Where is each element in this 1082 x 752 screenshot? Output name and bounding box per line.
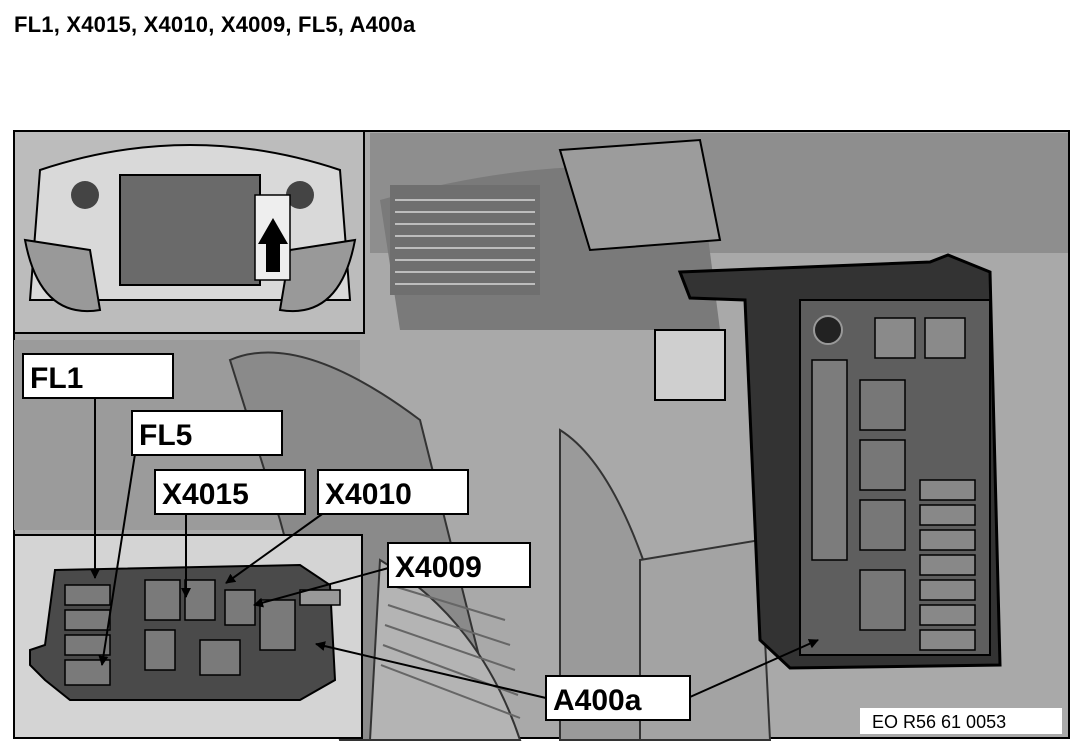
figure-id: EO R56 61 0053 [872, 712, 1006, 732]
fusebox-inset [13, 534, 363, 739]
svg-text:X4010: X4010 [325, 478, 412, 511]
fuse-box-a400a [677, 253, 1002, 670]
svg-text:A400a: A400a [553, 684, 642, 717]
callout-x4015: X4015 [154, 469, 306, 515]
callout-fl5: FL5 [131, 410, 283, 456]
svg-text:FL5: FL5 [139, 419, 192, 452]
callout-x4009: X4009 [387, 542, 531, 588]
callout-a400a: A400a [545, 675, 691, 721]
page-title: FL1, X4015, X4010, X4009, FL5, A400a [14, 12, 416, 37]
callout-x4010: X4010 [317, 469, 469, 515]
svg-text:X4009: X4009 [395, 551, 482, 584]
callout-leaders [90, 398, 819, 699]
callout-fl1: FL1 [22, 353, 174, 399]
svg-text:X4015: X4015 [162, 478, 249, 511]
car-inset [13, 130, 365, 334]
location-arrow-icon [258, 218, 288, 272]
svg-text:FL1: FL1 [30, 362, 83, 395]
